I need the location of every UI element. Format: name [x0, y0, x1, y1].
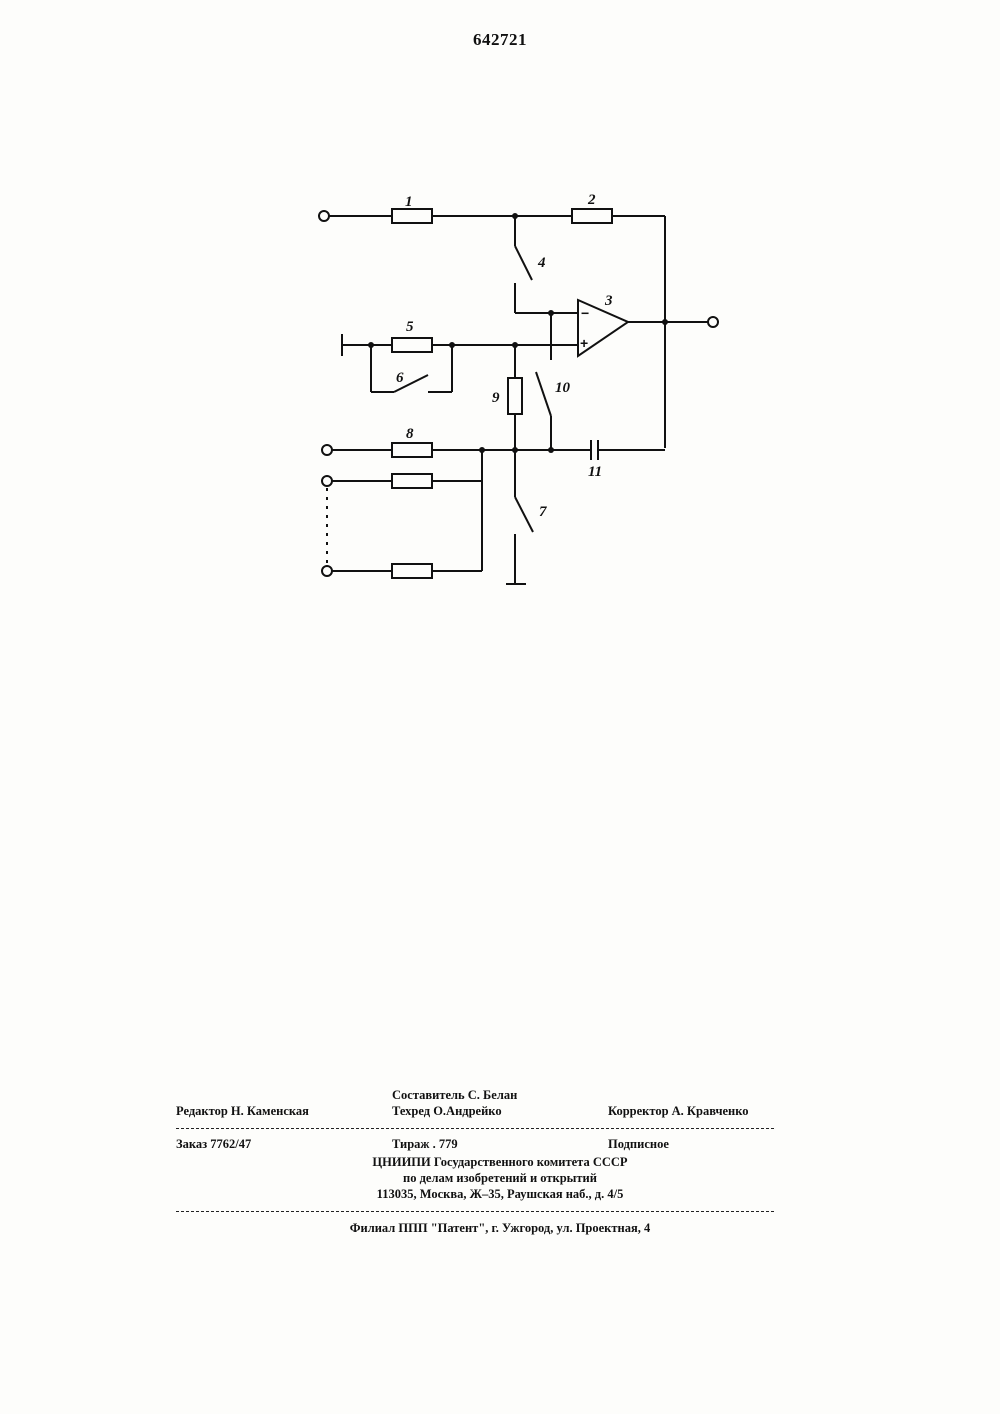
label-3: 3 [604, 293, 613, 309]
label-4: 4 [537, 255, 546, 271]
node-output [662, 319, 668, 325]
label-5: 5 [406, 319, 414, 335]
techred-line: Техред О.Андрейко [392, 1104, 502, 1119]
label-2: 2 [587, 192, 596, 208]
opamp-minus-sign: − [581, 305, 589, 321]
resistor-1 [392, 209, 432, 223]
input-terminal-extra-n [322, 566, 332, 576]
label-1: 1 [405, 194, 413, 210]
input-terminal-8 [322, 445, 332, 455]
circulation-line: Тираж . 779 [392, 1137, 458, 1152]
switch-4-blade [515, 246, 532, 280]
label-8: 8 [406, 426, 414, 442]
node-sw10-bottom [548, 447, 554, 453]
org-address: 113035, Москва, Ж–35, Раушская наб., д. … [200, 1187, 800, 1202]
output-terminal [708, 317, 718, 327]
resistor-extra-1 [392, 474, 432, 488]
input-terminal-top [319, 211, 329, 221]
circuit-diagram: − + 1 2 3 4 5 6 7 8 [0, 0, 1000, 620]
input-terminal-extra-1 [322, 476, 332, 486]
label-7: 7 [539, 504, 547, 520]
label-6: 6 [396, 370, 404, 386]
label-11: 11 [588, 464, 602, 480]
resistor-2 [572, 209, 612, 223]
switch-10-blade [536, 372, 551, 416]
org-line-2: по делам изобретений и открытий [200, 1171, 800, 1186]
resistor-9 [508, 378, 522, 414]
switch-7-blade [515, 497, 533, 532]
label-10: 10 [555, 380, 571, 396]
separator-top [176, 1128, 774, 1129]
org-line-1: ЦНИИПИ Государственного комитета СССР [200, 1155, 800, 1170]
opamp-plus-sign: + [580, 335, 588, 351]
resistor-extra-n [392, 564, 432, 578]
branch-line: Филиал ППП "Патент", г. Ужгород, ул. Про… [200, 1221, 800, 1236]
subscription-line: Подписное [608, 1137, 669, 1152]
editor-line: Редактор Н. Каменская [176, 1104, 309, 1119]
corrector-line: Корректор А. Кравченко [608, 1104, 749, 1119]
label-9: 9 [492, 390, 500, 406]
compiler-line: Составитель С. Белан [392, 1088, 517, 1103]
order-line: Заказ 7762/47 [176, 1137, 251, 1152]
resistor-5 [392, 338, 432, 352]
resistor-8 [392, 443, 432, 457]
separator-bottom [176, 1211, 774, 1212]
